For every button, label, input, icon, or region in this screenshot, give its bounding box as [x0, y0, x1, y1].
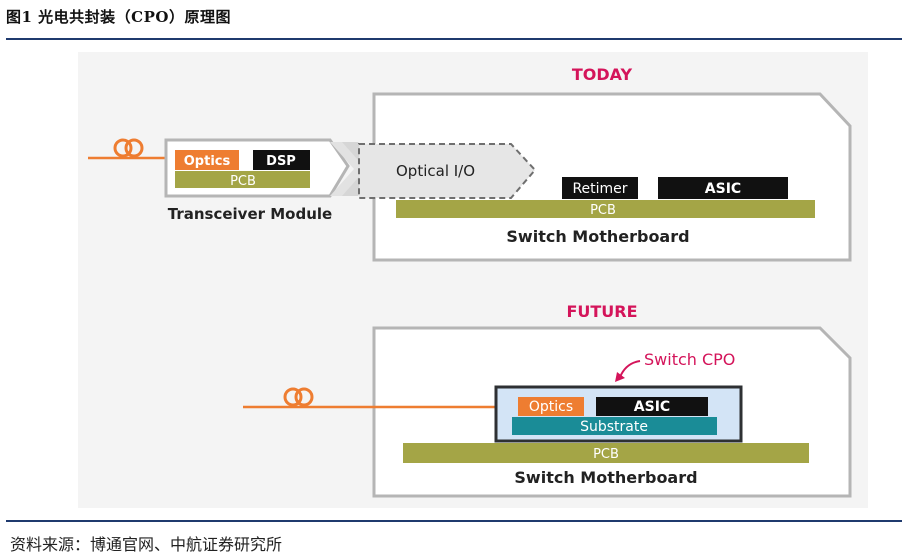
optical-io-socket: [358, 143, 537, 199]
transceiver-pcb-block: [175, 171, 310, 188]
cpo-diagram: TODAY Optics DSP PCB Transceiver Module …: [78, 52, 868, 508]
today-heading: TODAY: [572, 65, 633, 84]
today-retimer-label: Retimer: [572, 181, 627, 197]
fiber-coil-icon: [243, 387, 518, 409]
transceiver-module-caption: Transceiver Module: [168, 205, 332, 223]
today-pcb-block: [396, 200, 815, 218]
today-switch-caption: Switch Motherboard: [506, 227, 689, 246]
bottom-rule: [6, 520, 902, 522]
transceiver-dsp-block: [253, 150, 310, 170]
transceiver-pcb-label: PCB: [230, 174, 256, 189]
future-substrate-block: [512, 417, 717, 435]
transceiver-optics-label: Optics: [184, 154, 231, 169]
today-asic-label: ASIC: [705, 181, 741, 197]
future-asic-block: [596, 397, 708, 416]
future-switch-caption: Switch Motherboard: [514, 468, 697, 487]
future-pcb-label: PCB: [593, 447, 619, 462]
future-heading: FUTURE: [566, 302, 637, 321]
transceiver-dsp-label: DSP: [266, 154, 296, 169]
callout-arrow-icon: [615, 360, 641, 382]
today-pcb-label: PCB: [590, 203, 616, 218]
future-cpo-callout: Switch CPO: [644, 350, 735, 369]
today-asic-block: [658, 177, 788, 199]
today-retimer-block: [562, 177, 638, 199]
future-substrate-label: Substrate: [580, 419, 648, 435]
future-asic-label: ASIC: [634, 399, 670, 415]
future-pcb-block: [403, 443, 809, 463]
optical-io-label: Optical I/O: [396, 162, 475, 180]
top-rule: [6, 38, 902, 40]
figure-source: 资料来源：博通官网、中航证券研究所: [10, 535, 283, 554]
transceiver-optics-block: [175, 150, 239, 170]
figure-title: 图1 光电共封装（CPO）原理图: [6, 8, 231, 26]
future-optics-block: [518, 397, 584, 416]
future-optics-label: Optics: [529, 399, 573, 415]
fiber-coil-icon: [88, 138, 173, 160]
